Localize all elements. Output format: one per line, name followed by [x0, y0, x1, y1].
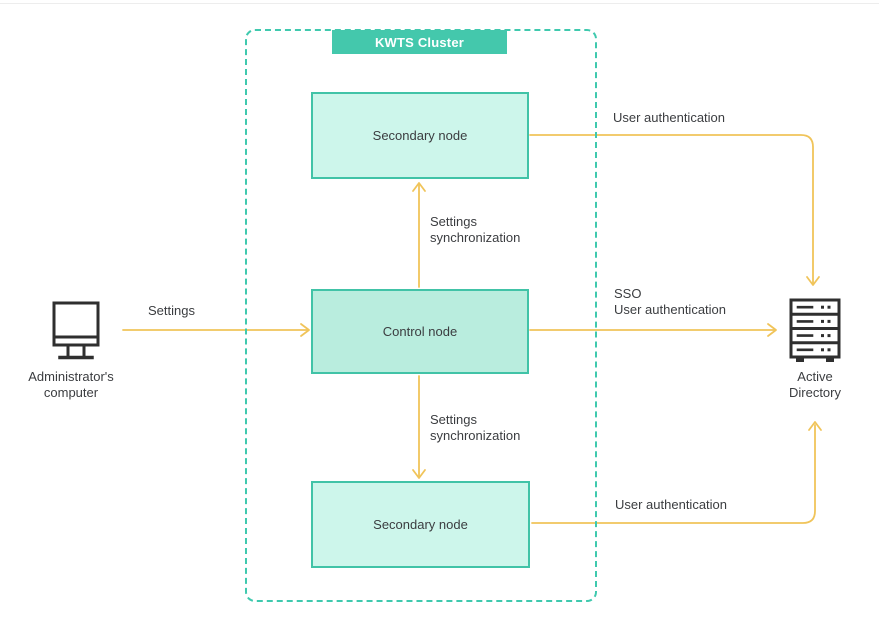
- kwts-cluster-label: KWTS Cluster: [332, 30, 507, 54]
- active-directory-label: Active Directory: [779, 369, 851, 401]
- node-secondary-bottom-label: Secondary node: [373, 517, 468, 532]
- sync-top-edge-label-line1: Settings: [430, 214, 477, 229]
- admin-computer-label: Administrator's computer: [6, 369, 136, 401]
- settings-arrow: [122, 323, 310, 337]
- auth-bottom-edge-label: User authentication: [615, 497, 728, 512]
- sync-top-edge-label: Settings synchronization: [430, 214, 520, 246]
- sso-edge-label: SSO User authentication: [614, 286, 726, 318]
- auth-top-arrow: [529, 134, 820, 286]
- server-rack-icon: [789, 298, 841, 362]
- sync-bottom-edge-label: Settings synchronization: [430, 412, 520, 444]
- node-secondary-top-label: Secondary node: [372, 128, 468, 143]
- sync-bottom-edge-label-line1: Settings: [430, 412, 477, 427]
- admin-computer-label-line1: Administrator's: [28, 369, 114, 384]
- sync-top-edge-label-line2: synchronization: [430, 230, 521, 245]
- sso-edge-label-line2: User authentication: [614, 302, 727, 317]
- sync-down-arrow: [412, 375, 426, 479]
- admin-computer-label-line2: computer: [43, 385, 99, 400]
- node-secondary-top: Secondary node: [311, 92, 529, 179]
- auth-bottom-arrow: [531, 421, 822, 524]
- active-directory-label-line2: Directory: [788, 385, 841, 400]
- auth-top-edge-label: User authentication: [613, 110, 726, 125]
- node-control-label: Control node: [382, 324, 458, 339]
- active-directory-label-line1: Active: [797, 369, 833, 384]
- sync-bottom-edge-label-line2: synchronization: [430, 428, 521, 443]
- desktop-computer-icon: [52, 301, 100, 360]
- node-control: Control node: [311, 289, 529, 374]
- page-top-divider: [0, 3, 879, 4]
- node-secondary-bottom: Secondary node: [311, 481, 530, 568]
- sso-edge-label-line1: SSO: [614, 286, 642, 301]
- settings-edge-label: Settings: [148, 303, 195, 318]
- sso-arrow: [529, 323, 777, 337]
- sync-up-arrow: [412, 182, 426, 288]
